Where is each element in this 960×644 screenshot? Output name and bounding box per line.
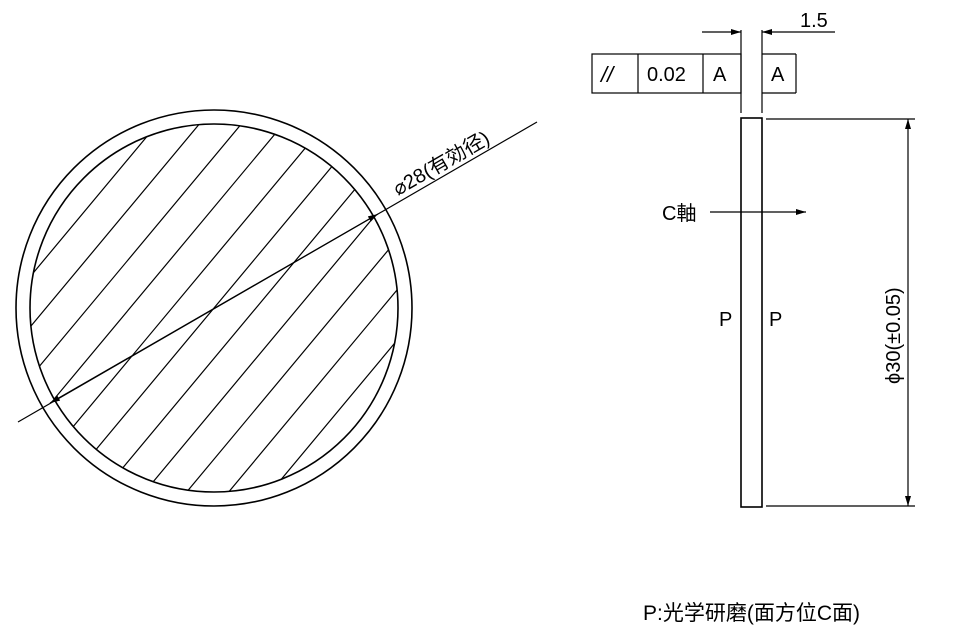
- effective-diameter-label: ⌀28(有効径): [389, 127, 494, 201]
- diameter-label: ϕ30(±0.05): [883, 287, 905, 384]
- hatch-line: [165, 124, 398, 492]
- note: P:光学研磨(面方位C面): [643, 602, 860, 625]
- hatch-line: [30, 124, 95, 492]
- tolerance-datum: A: [713, 64, 727, 86]
- hatch-line: [81, 124, 398, 492]
- hatch-line: [30, 124, 263, 492]
- hatch-line: [30, 124, 53, 492]
- hatch-line: [30, 124, 398, 492]
- surface-left-label: P: [719, 309, 732, 331]
- side-view: 1.5 // 0.02 A A C軸 P P ϕ30(±0.05): [591, 10, 915, 508]
- hatch-line: [0, 0, 10, 644]
- surface-right-label: P: [769, 309, 782, 331]
- tolerance-value: 0.02: [647, 64, 686, 86]
- hatch-line: [30, 124, 398, 492]
- hatch-line: [123, 124, 398, 492]
- hatch-line: [375, 124, 398, 492]
- hatch-line: [207, 124, 398, 492]
- hatch-line: [333, 124, 398, 492]
- hatch-line: [39, 124, 398, 492]
- hatch-line: [30, 124, 398, 492]
- leader-line: [377, 121, 538, 215]
- hatch-line: [30, 124, 179, 492]
- hatch-line: [30, 124, 398, 492]
- hatch-line: [418, 0, 960, 644]
- hatch-line: [249, 124, 398, 492]
- outer-circle: [15, 109, 413, 507]
- c-axis-label: C軸: [662, 202, 696, 225]
- plate-section: [740, 117, 763, 508]
- datum-label: A: [771, 64, 785, 86]
- hatch-line: [30, 124, 347, 492]
- hatch-line: [30, 124, 305, 492]
- diameter-dimension-line-2: [49, 213, 379, 404]
- tolerance-frame: // 0.02 A A: [591, 53, 797, 94]
- hatch-line: [30, 124, 221, 492]
- hatch-line: [30, 124, 389, 492]
- hatch-line: [291, 124, 398, 492]
- hatch-line: [30, 124, 137, 492]
- inner-circle: [29, 123, 399, 493]
- parallelism-symbol: //: [599, 62, 615, 87]
- thickness-label: 1.5: [800, 10, 828, 32]
